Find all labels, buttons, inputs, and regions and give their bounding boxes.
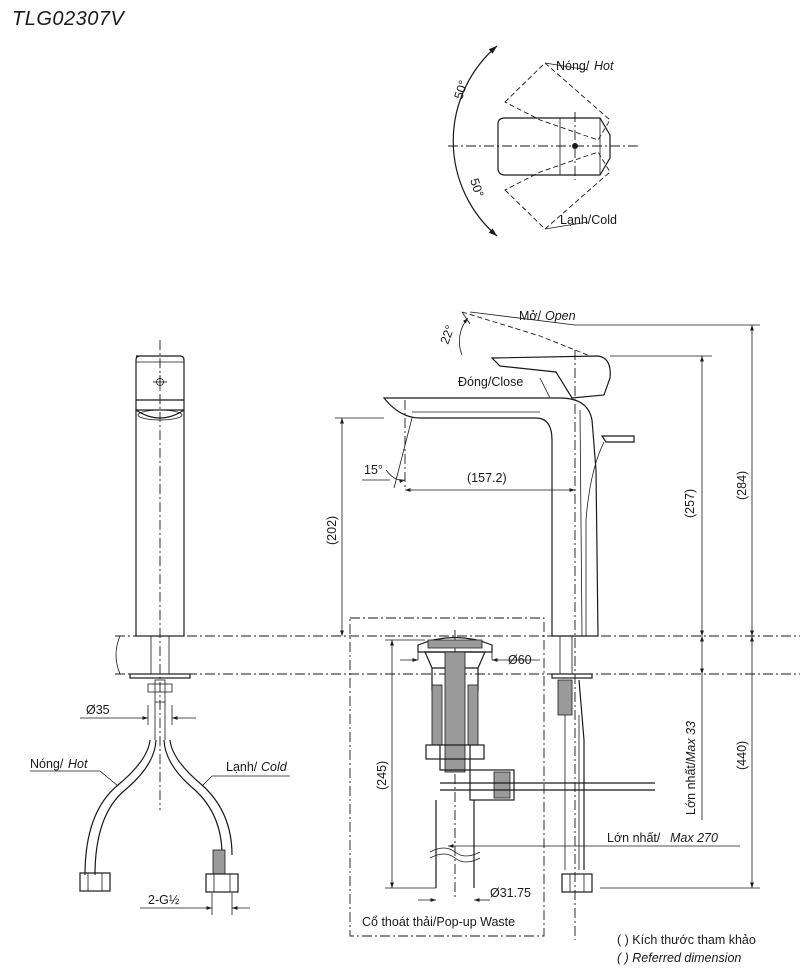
- drawing-title: TLG02307V: [12, 8, 126, 30]
- lever-angle-label: 22°: [438, 323, 458, 346]
- open-label: Mở/: [519, 309, 542, 323]
- max-33-label: Lớn nhất/: [684, 761, 698, 815]
- max-33-label-en: Max 33: [684, 721, 698, 762]
- handle-cold-label: Lạnh/Cold: [560, 213, 617, 227]
- spout-height-label: (202): [325, 516, 339, 545]
- front-cold-label: Lạnh/: [226, 760, 258, 774]
- pop-up-waste-label: Cổ thoát thải/Pop-up Waste: [362, 915, 515, 929]
- front-hot-label: Nóng/: [30, 757, 64, 771]
- spout-angle-label: 15°: [364, 463, 383, 477]
- max-270-label: Lớn nhất/: [607, 831, 661, 845]
- max-33-group: Lớn nhất/ Max 33: [684, 721, 698, 815]
- faucet-front-view: [30, 340, 290, 915]
- front-hot-label-en: Hot: [68, 757, 88, 771]
- waste-height-label: (245): [375, 761, 389, 790]
- faucet-side-view: [335, 311, 760, 940]
- handle-rotation-view: [448, 45, 640, 237]
- pop-up-waste: [349, 617, 655, 937]
- handle-hot-label-en: Hot: [594, 59, 614, 73]
- below-deck-label: (440): [735, 741, 749, 770]
- angle-up-label: 50°: [452, 79, 471, 101]
- dia-60-label: Ø60: [508, 653, 532, 667]
- angle-down-label: 50°: [467, 177, 486, 199]
- lever-height-label: (257): [683, 489, 697, 518]
- thread-label: 2-G½: [148, 893, 180, 907]
- close-label: Đóng/Close: [458, 375, 523, 389]
- max-270-label-en: Max 270: [670, 831, 718, 845]
- legend-vi: ( ) Kích thước tham khảo: [617, 933, 756, 947]
- front-cold-label-en: Cold: [261, 760, 288, 774]
- open-label-en: Open: [545, 309, 576, 323]
- legend-en: ( ) Referred dimension: [617, 951, 741, 965]
- spout-reach-label: (157.2): [467, 471, 507, 485]
- total-height-label: (284): [735, 471, 749, 500]
- handle-hot-label: Nóng/: [556, 59, 590, 73]
- dia-3175-label: Ø31.75: [490, 886, 531, 900]
- dia-35-label: Ø35: [86, 703, 110, 717]
